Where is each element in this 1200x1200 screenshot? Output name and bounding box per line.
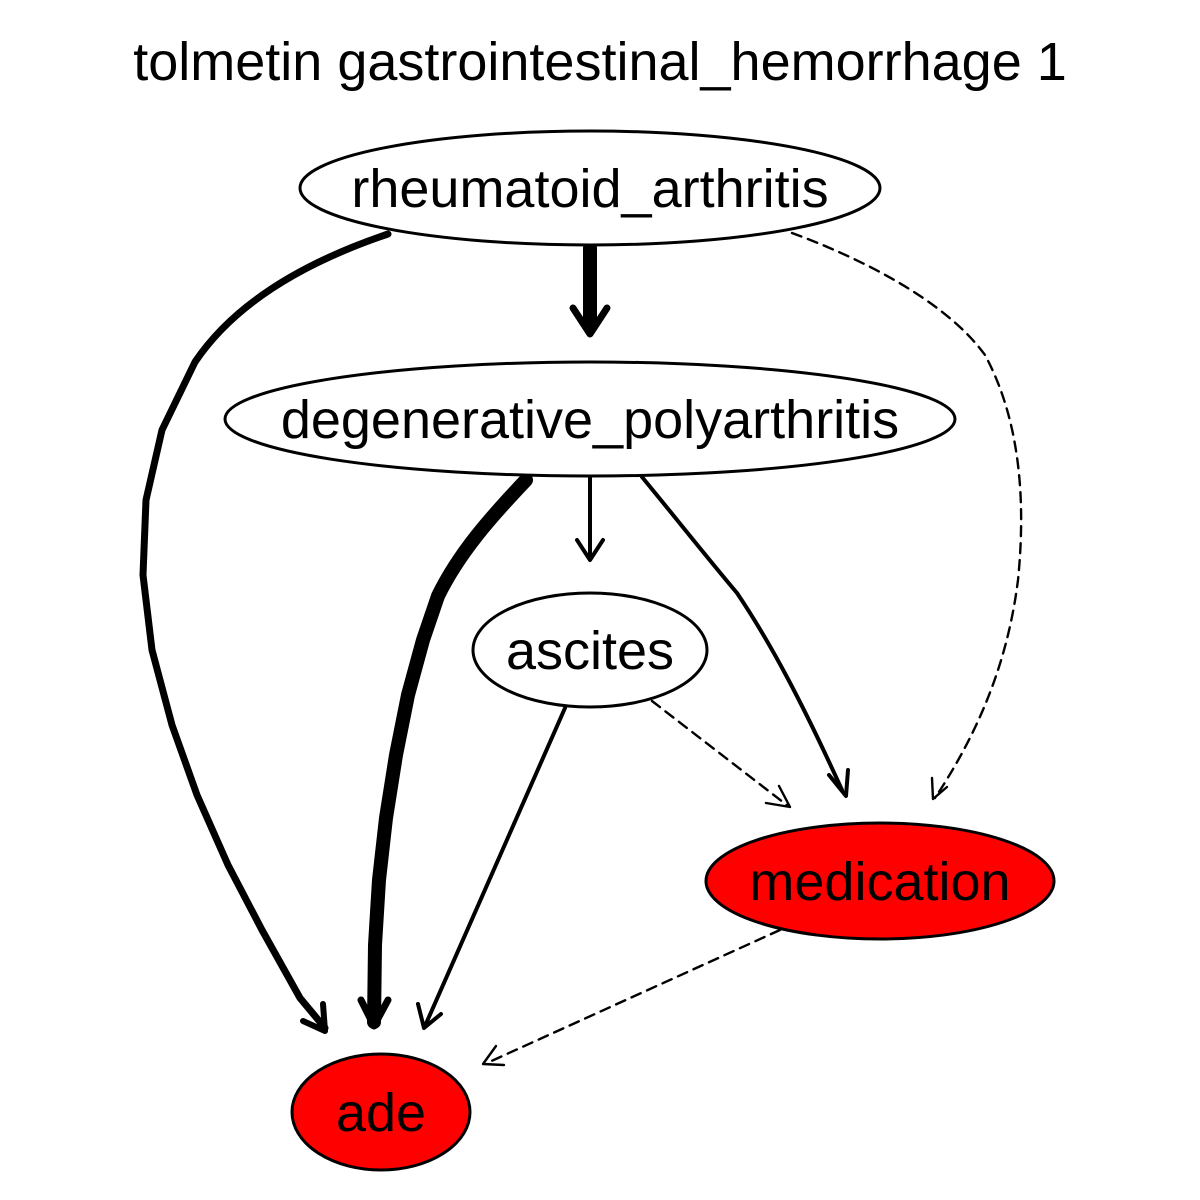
node-label: medication (749, 852, 1010, 912)
edge-rheumatoid_arthritis-to-ade (139, 230, 392, 1034)
edges-layer (139, 230, 1023, 1067)
edge-rheumatoid_arthritis-to-medication (790, 231, 1023, 801)
node-ellipse[interactable] (471, 591, 709, 709)
edge-line (139, 230, 392, 1032)
edge-rheumatoid_arthritis-to-degenerative_polyarthritis (569, 241, 611, 338)
node-label: ascites (506, 621, 674, 681)
arrowhead-icon (569, 304, 611, 338)
nodes-layer: rheumatoid_arthritis degenerative_polyart… (223, 129, 1056, 1172)
edge-line (423, 706, 567, 1028)
node-ade[interactable]: ade (290, 1052, 472, 1172)
node-label: rheumatoid_arthritis (351, 159, 828, 219)
node-rheumatoid_arthritis[interactable]: rheumatoid_arthritis (298, 129, 882, 247)
edge-degenerative_polyarthritis-to-ade (357, 473, 533, 1030)
edge-line (640, 475, 844, 792)
edge-line (790, 231, 1023, 800)
edge-ascites-to-medication (650, 699, 792, 809)
arrowhead-icon (357, 996, 392, 1030)
edge-line (650, 699, 790, 808)
node-degenerative_polyarthritis[interactable]: degenerative_polyarthritis (223, 360, 957, 478)
arrowhead-icon (930, 776, 949, 801)
arrowhead-icon (481, 1044, 506, 1067)
edge-line (485, 928, 782, 1065)
node-ellipse[interactable] (290, 1052, 472, 1172)
node-medication[interactable]: medication (704, 821, 1056, 941)
node-label: degenerative_polyarthritis (281, 390, 899, 450)
node-ellipse[interactable] (704, 821, 1056, 941)
arrowhead-icon (575, 538, 605, 562)
arrowhead-icon (416, 1002, 443, 1030)
node-ellipse[interactable] (223, 360, 957, 478)
edge-degenerative_polyarthritis-to-medication (640, 475, 850, 798)
node-ascites[interactable]: ascites (471, 591, 709, 709)
node-ellipse[interactable] (298, 129, 882, 247)
edge-line (367, 473, 533, 1029)
arrowhead-icon (764, 784, 792, 809)
arrowhead-icon (300, 1001, 328, 1034)
edge-ascites-to-ade (416, 706, 567, 1030)
graph-title: tolmetin gastrointestinal_hemorrhage 1 (133, 32, 1067, 92)
edge-medication-to-ade (481, 928, 782, 1067)
arrowhead-icon (827, 768, 850, 798)
node-label: ade (336, 1083, 426, 1143)
edge-degenerative_polyarthritis-to-ascites (575, 476, 605, 562)
